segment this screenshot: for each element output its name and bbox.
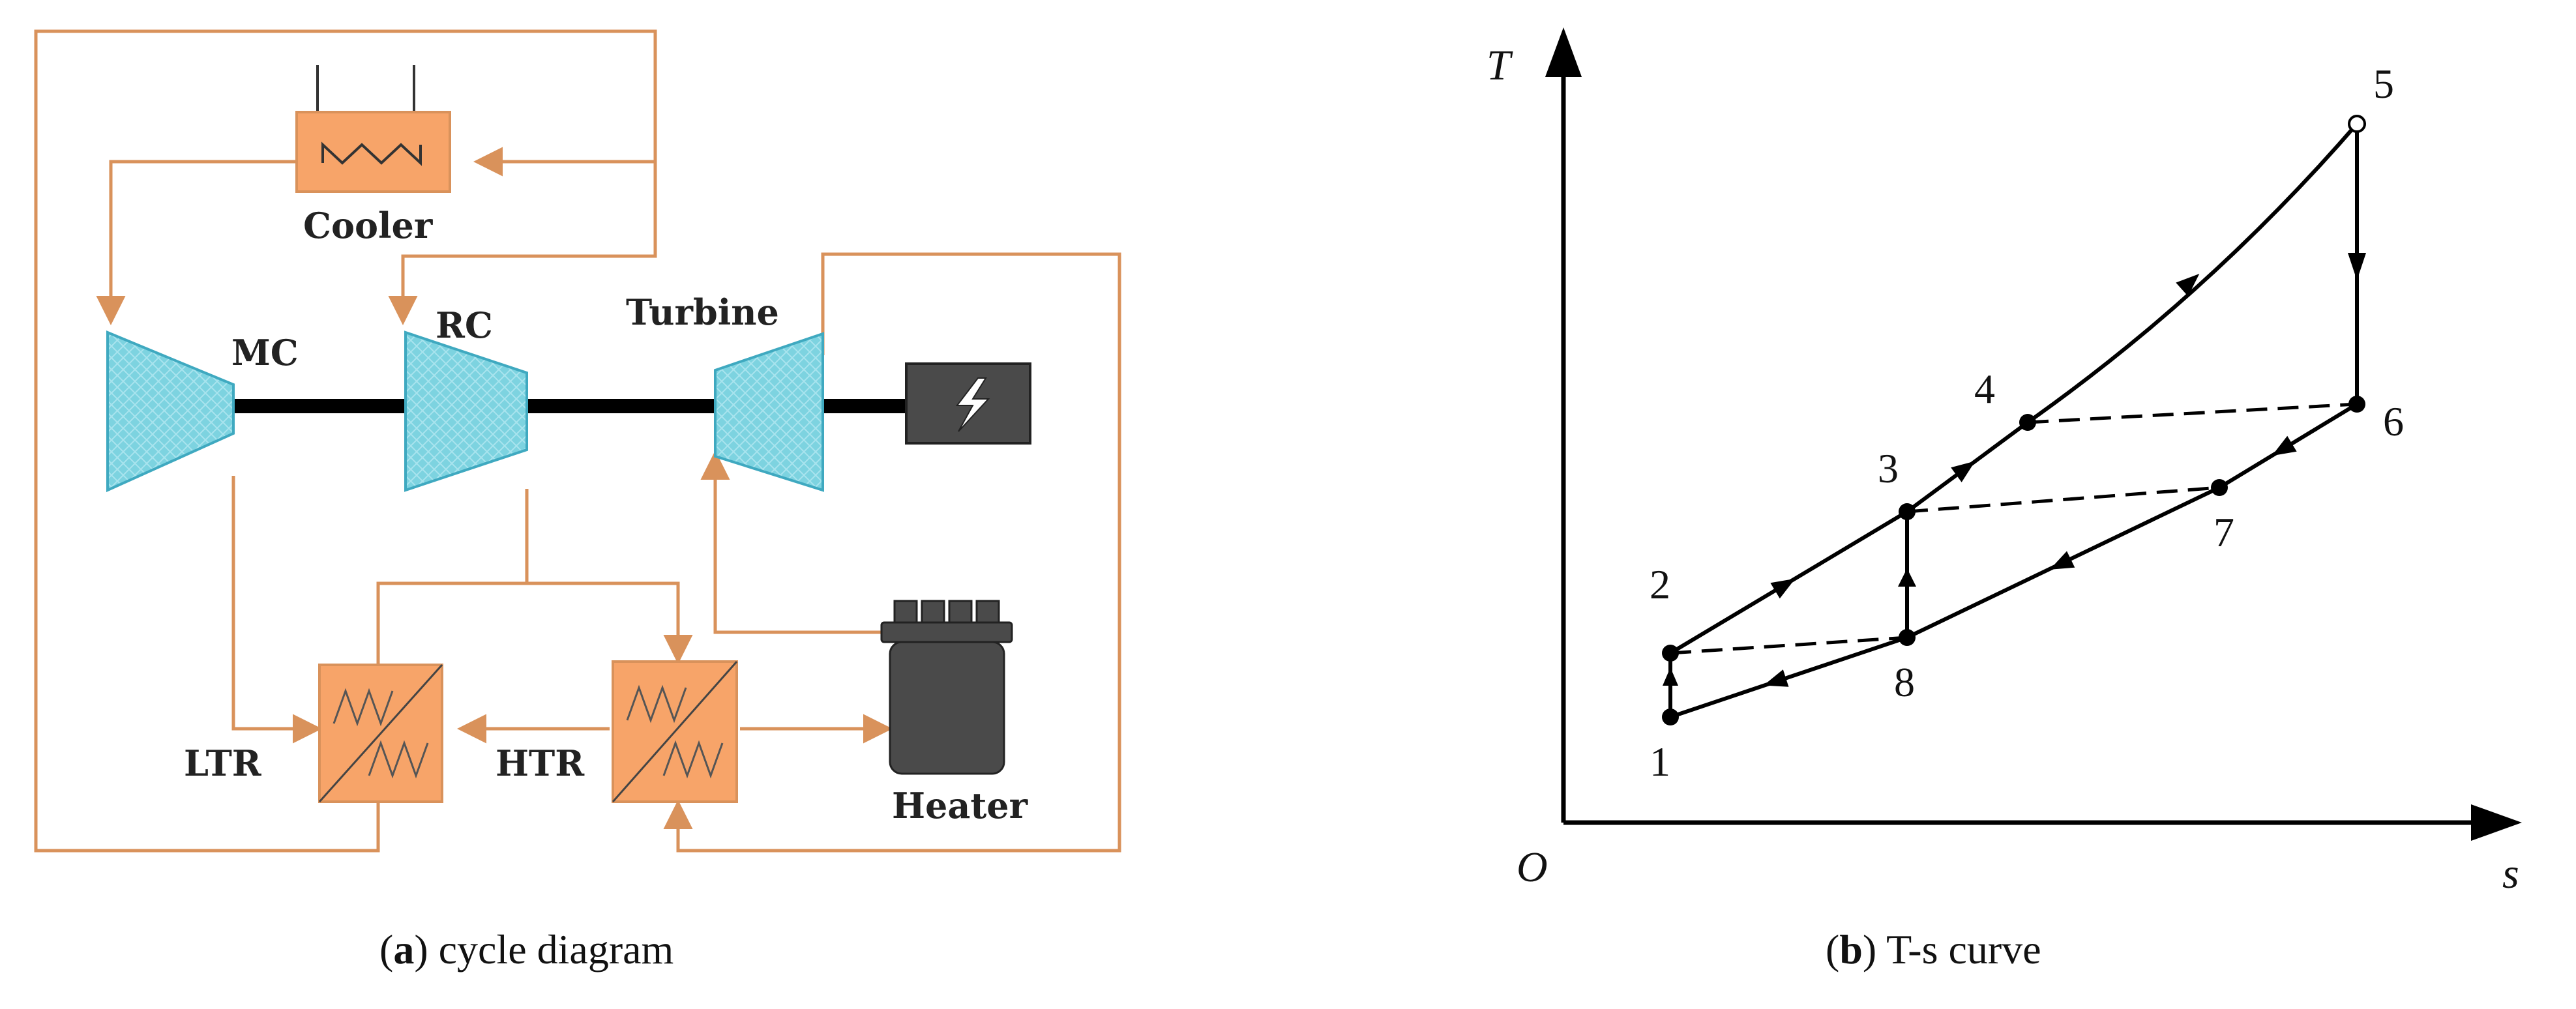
point-label-8: 8: [1894, 659, 1915, 705]
point-label-7: 7: [2213, 509, 2234, 555]
x-axis-arrowhead: [2471, 804, 2522, 841]
caption-a-letter: a: [393, 926, 415, 972]
cooler-label: Cooler: [303, 205, 433, 246]
point-label-3: 3: [1878, 445, 1899, 491]
point-label-5: 5: [2373, 61, 2394, 107]
point-4: [2019, 414, 2036, 431]
caption-b-letter: b: [1839, 926, 1863, 972]
cooler: Cooler: [295, 65, 451, 246]
ltr-exchanger: LTR: [184, 664, 443, 803]
heater-label: Heater: [892, 785, 1028, 826]
origin-label: O: [1517, 843, 1548, 891]
axes: T s O: [1487, 27, 2522, 898]
arrow-1-2: [1663, 667, 1678, 686]
caption-b: (b) T-s curve: [1826, 926, 2041, 972]
point-labels: 1 2 3 4 5 6 7 8: [1650, 61, 2404, 785]
arrow-8-3: [1898, 568, 1916, 587]
arrow-8-1: [1763, 669, 1789, 687]
point-6: [2348, 396, 2365, 413]
point-8: [1899, 629, 1916, 646]
arrow-5-6: [2348, 253, 2366, 280]
caption-b-text: T-s curve: [1876, 926, 2041, 972]
ts-diagram: T s O: [1487, 27, 2522, 898]
point-5: [2348, 115, 2366, 133]
arrow-2-3: [1770, 578, 1796, 599]
state-points: [1662, 115, 2366, 725]
y-axis-label: T: [1487, 42, 1513, 89]
dashed-lines: [1670, 402, 2358, 655]
arrow-4-5: [2176, 273, 2200, 297]
arrow-6-7: [2272, 435, 2297, 456]
point-2: [1662, 645, 1679, 662]
heater: Heater: [880, 600, 1028, 826]
caption-a: (a) cycle diagram: [379, 926, 674, 972]
ltr-label: LTR: [184, 742, 262, 784]
process-8-1: [1670, 636, 1908, 719]
point-7: [2211, 479, 2228, 496]
htr-exchanger: HTR: [496, 660, 738, 803]
direction-arrows: [1663, 253, 2366, 687]
y-axis-arrowhead: [1545, 27, 1582, 77]
point-1: [1662, 709, 1679, 725]
turbine: Turbine: [626, 291, 824, 492]
turbine-label: Turbine: [626, 291, 779, 333]
point-label-4: 4: [1974, 366, 1995, 412]
arrow-7-8: [2049, 551, 2075, 570]
point-label-1: 1: [1650, 738, 1670, 785]
point-3: [1899, 503, 1916, 520]
cycle-diagram: Cooler MC RC Turbine L: [34, 29, 1121, 853]
mc-label: MC: [231, 332, 299, 373]
pipe-network: [34, 29, 1121, 853]
arrow-3-4: [1951, 461, 1976, 482]
x-axis-label: s: [2502, 850, 2519, 898]
cycle-curves: [1668, 123, 2359, 719]
point-label-2: 2: [1650, 561, 1670, 607]
main-compressor: MC: [106, 330, 299, 493]
process-4-5: [2026, 123, 2359, 424]
lightning-bolt-icon: [955, 377, 990, 432]
recompressor: RC: [404, 304, 528, 492]
point-label-6: 6: [2383, 398, 2404, 445]
caption-a-text: cycle diagram: [428, 926, 674, 972]
generator: [905, 362, 1031, 445]
rc-label: RC: [436, 304, 493, 346]
htr-label: HTR: [496, 742, 585, 784]
